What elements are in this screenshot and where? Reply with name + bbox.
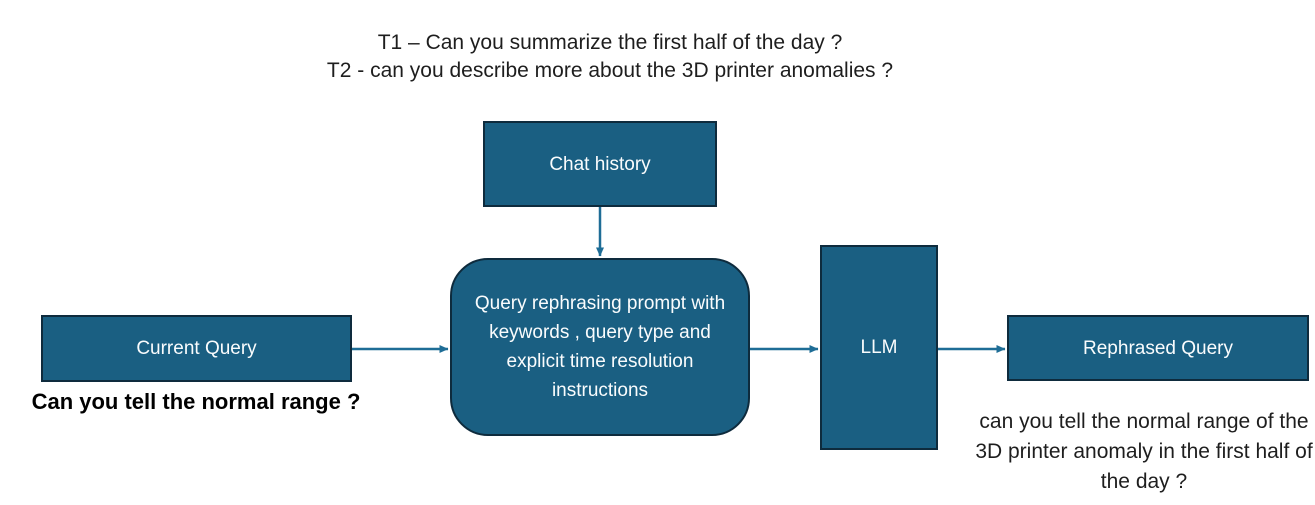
llm-label: LLM (860, 337, 898, 358)
chat-history-node: Chat history (483, 121, 717, 207)
rephrase-prompt-node: Query rephrasing prompt with keywords , … (450, 258, 750, 436)
rephrased-query-node: Rephrased Query (1007, 315, 1309, 381)
rephrased-query-label: Rephrased Query (1083, 337, 1233, 359)
turn-1-text: T1 – Can you summarize the first half of… (377, 31, 843, 54)
rephrased-query-example-text: can you tell the normal range of the 3D … (975, 410, 1313, 493)
llm-node: LLM (820, 245, 938, 450)
current-query-node: Current Query (41, 315, 352, 382)
chat-history-label: Chat history (549, 153, 651, 175)
current-query-label: Current Query (136, 338, 257, 359)
turn-2-text: T2 - can you describe more about the 3D … (326, 59, 894, 82)
current-query-example-text: Can you tell the normal range ? (31, 389, 361, 414)
rephrase-prompt-label: Query rephrasing prompt with keywords , … (474, 293, 726, 401)
example-turns-text: T1 – Can you summarize the first half of… (0, 29, 1220, 85)
